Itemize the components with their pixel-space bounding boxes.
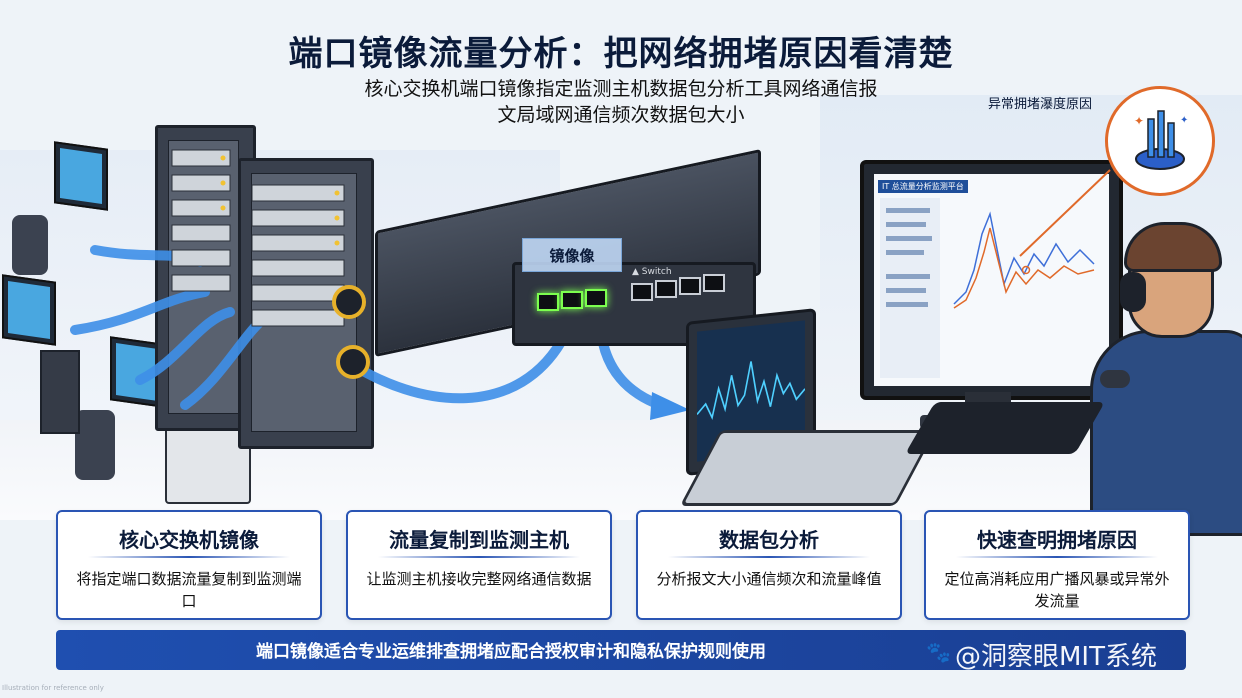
divider [378,556,580,558]
feature-card: 核心交换机镜像 将指定端口数据流量复制到监测端口 [56,510,322,620]
feature-card-title: 流量复制到监测主机 [389,528,569,552]
callout-label: 异常拥堵瀑度原因 [988,97,1093,112]
bar-chart-rising-icon: ✦ ✦ [1105,86,1215,196]
mirror-port [537,293,559,311]
switch-port [679,277,701,295]
divider [668,556,870,558]
desk-chair [75,410,115,480]
laptop-keyboard-base [679,430,937,506]
switch-port [703,274,725,292]
cable-grommet [336,345,370,379]
feature-card: 快速查明拥堵原因 定位高消耗应用广播风暴或异常外发流量 [924,510,1190,620]
mirror-port [585,289,607,307]
mouse [1100,370,1130,388]
cable-grommet [332,285,366,319]
flow-arrowhead [650,392,690,420]
operator [1090,330,1242,536]
svg-text:✦: ✦ [1134,114,1144,128]
monitor-traffic-chart [880,198,1095,378]
svg-text:✦: ✦ [1180,115,1188,126]
mirror-label: 镜像像 [522,238,622,272]
workstation-monitor-1 [54,141,108,211]
pc-tower [40,350,80,434]
switch-port [631,283,653,301]
divider [956,556,1158,558]
keyboard [904,402,1106,454]
notice-banner-text: 端口镜像适合专业运维排查拥堵应配合授权审计和隐私保护规则使用 [256,642,766,662]
feature-card-title: 快速查明拥堵原因 [977,528,1137,552]
feature-card-desc: 分析报文大小通信频次和流量峰值 [656,570,882,588]
laptop-traffic-graph [696,361,806,421]
paw-icon: 🐾 [926,640,951,664]
feature-card: 数据包分析 分析报文大小通信频次和流量峰值 [636,510,902,620]
page-title: 端口镜像流量分析：把网络拥堵原因看清楚 [288,34,954,74]
workstation-monitor-2 [2,274,56,346]
operator-hair [1124,222,1222,272]
feature-card-title: 数据包分析 [719,528,819,552]
switch-port [655,280,677,298]
subtitle-line-2: 文局域网通信频次数据包大小 [497,104,745,126]
monitor-title: IT 总流量分析监测平台 [878,180,968,193]
feature-card-desc: 将指定端口数据流量复制到监测端口 [76,570,302,610]
subtitle-line-1: 核心交换机端口镜像指定监测主机数据包分析工具网络通信报 [364,78,878,100]
feature-card-title: 核心交换机镜像 [119,528,259,552]
feature-card-desc: 定位高消耗应用广播风暴或异常外发流量 [944,570,1170,610]
laptop [686,308,816,476]
printer [165,420,251,504]
footnote: Illustration for reference only [2,684,104,692]
mirror-port [561,291,583,309]
headset-icon [1120,272,1146,312]
feature-card-desc: 让监测主机接收完整网络通信数据 [366,570,592,588]
analysis-monitor: IT 总流量分析监测平台 [860,160,1123,400]
feature-card: 流量复制到监测主机 让监测主机接收完整网络通信数据 [346,510,612,620]
divider [88,556,290,558]
switch-brand: ▲ Switch [632,267,672,277]
watermark: @洞察眼MIT系统 [955,642,1157,672]
desk-chair [12,215,48,275]
notice-banner [56,630,1186,670]
